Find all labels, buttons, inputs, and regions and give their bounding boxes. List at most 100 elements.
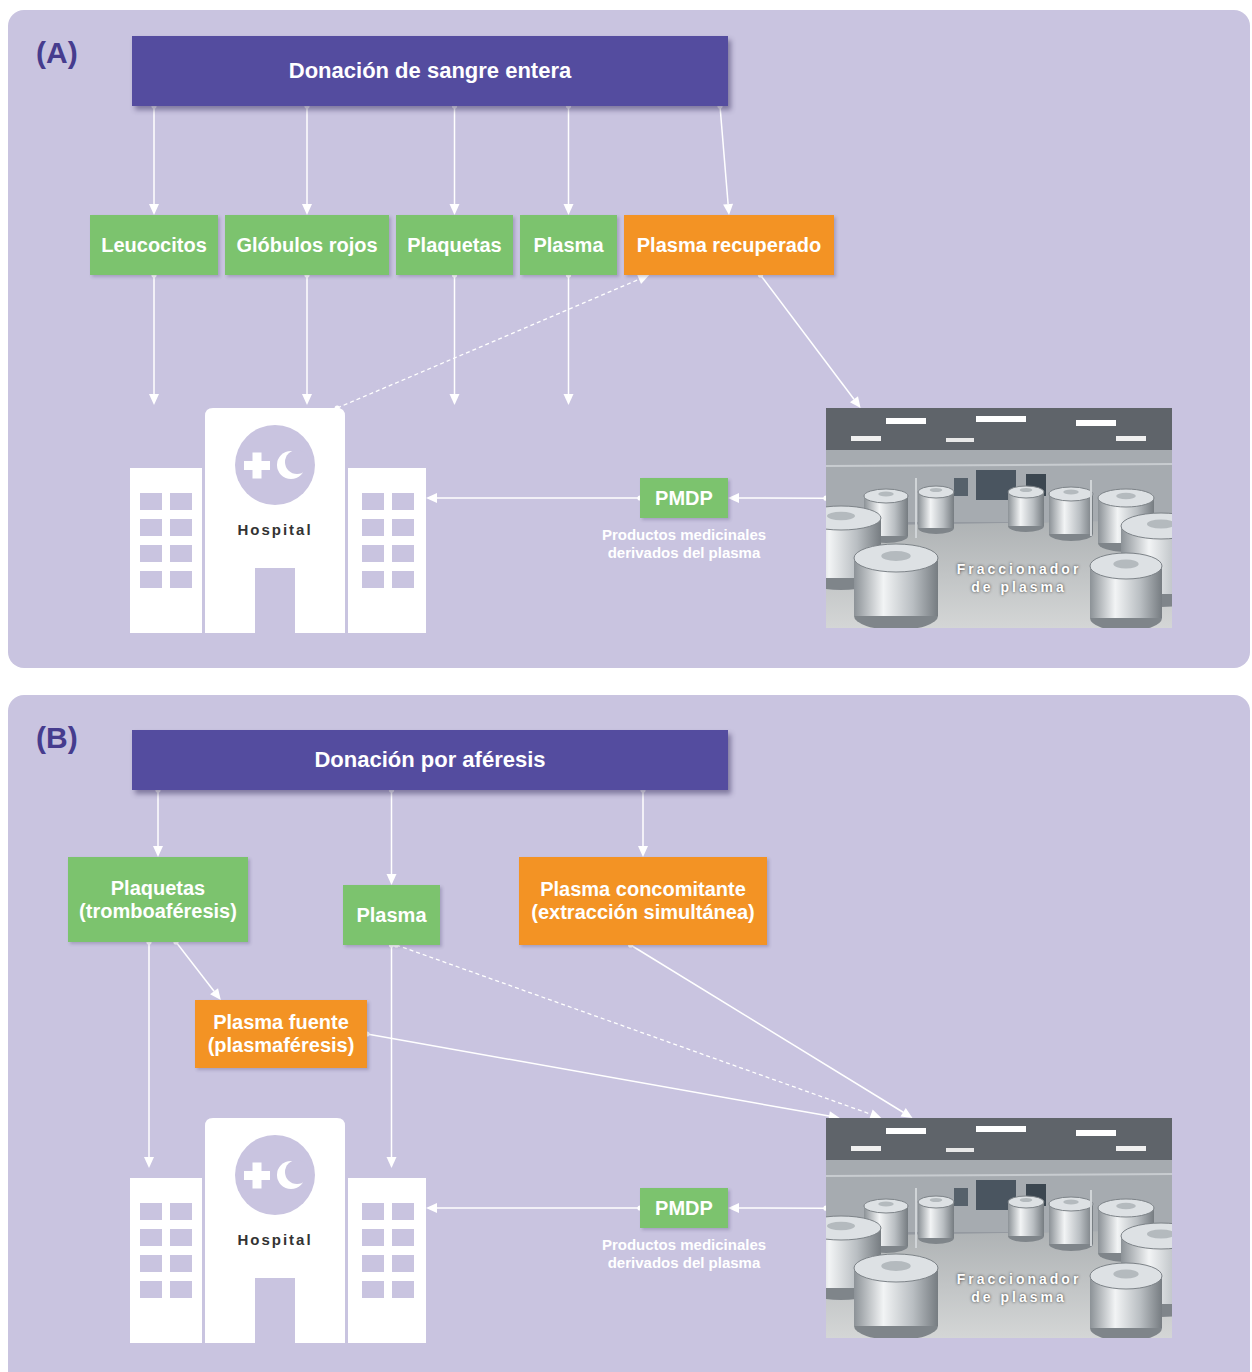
node-label: Donación de sangre entera: [289, 58, 571, 84]
connector: [717, 103, 733, 215]
plasma-box: Plasma concomitante (extracción simultán…: [519, 857, 767, 945]
connector-line: [568, 106, 570, 204]
arrowhead: [850, 396, 861, 408]
arrowhead: [149, 204, 159, 215]
connector-line: [306, 106, 308, 204]
node-label: Plasma concomitante (extracción simultán…: [529, 878, 757, 924]
node-label: Plaquetas (tromboaféresis): [78, 877, 238, 923]
panel-letter: (A): [36, 36, 78, 70]
connector: [149, 272, 159, 405]
connector-line: [153, 275, 155, 394]
connector-line: [391, 790, 393, 874]
component-box: Glóbulos rojos: [225, 215, 389, 275]
panel-letter: (B): [36, 721, 78, 755]
node-label: Plaquetas: [407, 234, 501, 257]
arrowhead: [637, 275, 649, 284]
arrowhead: [901, 1108, 913, 1118]
connector: [758, 272, 861, 408]
connector-line: [454, 106, 456, 204]
component-box: Plasma: [520, 215, 617, 275]
connector: [387, 942, 397, 1168]
panel-ground: [8, 10, 1250, 668]
connector-line: [157, 790, 159, 846]
node-caption: Productos medicinales derivados del plas…: [598, 1236, 770, 1272]
connector: [728, 493, 829, 503]
component-box: Plasma: [343, 885, 440, 945]
arrowhead: [144, 1157, 154, 1168]
arrowhead: [450, 204, 460, 215]
arrowhead: [426, 493, 437, 503]
connector-line: [761, 275, 854, 399]
connector: [394, 942, 882, 1119]
node-label: Hospital: [205, 1231, 345, 1248]
hospital-icon: Hospital: [130, 408, 426, 633]
node-label: Plasma recuperado: [637, 234, 822, 257]
node-label: PMDP: [640, 1188, 728, 1228]
arrowhead: [426, 1203, 437, 1213]
connector: [728, 1203, 829, 1213]
arrowhead: [387, 1157, 397, 1168]
connector-line: [176, 942, 214, 991]
connector-line: [642, 790, 644, 846]
source-bar: Donación por aféresis: [132, 730, 728, 790]
arrowhead: [210, 988, 221, 1000]
connector: [450, 103, 460, 215]
connector: [450, 272, 460, 405]
hospital-building: [130, 408, 426, 633]
arrowhead: [564, 394, 574, 405]
node-label: Fraccionador de plasma: [944, 560, 1094, 596]
node-label: Plasma: [356, 904, 426, 927]
node-label: Fraccionador de plasma: [944, 1270, 1094, 1306]
connector: [153, 787, 163, 857]
node-label: Glóbulos rojos: [236, 234, 377, 257]
connector: [149, 103, 159, 215]
connector: [564, 103, 574, 215]
connector-line: [454, 275, 456, 394]
connector: [302, 272, 312, 405]
arrowhead: [302, 204, 312, 215]
source-bar: Donación de sangre entera: [132, 36, 728, 106]
connector-line: [437, 497, 640, 499]
connector-line: [720, 106, 728, 204]
arrowhead: [564, 204, 574, 215]
connector-line: [568, 275, 570, 394]
panel: (B) Donación por aféresisPlaquetas (tromb…: [8, 695, 1250, 1372]
connector-line: [739, 1207, 826, 1209]
connector-line: [437, 1207, 640, 1209]
connector-line: [739, 497, 826, 499]
arrowhead: [153, 846, 163, 857]
product-box: PMDPProductos medicinales derivados del …: [640, 1188, 728, 1228]
hospital-building: [130, 1118, 426, 1343]
arrowhead: [302, 394, 312, 405]
connector: [302, 103, 312, 215]
node-caption: Productos medicinales derivados del plas…: [598, 526, 770, 562]
component-box: Leucocitos: [90, 215, 218, 275]
hospital-icon: Hospital: [130, 1118, 426, 1343]
plasma-box: Plasma recuperado: [624, 215, 834, 275]
arrowhead: [728, 1203, 739, 1213]
node-label: PMDP: [640, 478, 728, 518]
panel-ground: [8, 695, 1250, 1372]
component-box: Plaquetas: [396, 215, 513, 275]
arrowhead: [450, 394, 460, 405]
connector: [387, 787, 397, 885]
arrowhead: [723, 204, 733, 215]
node-label: Donación por aféresis: [314, 747, 545, 773]
connector-line: [306, 275, 308, 394]
connector: [144, 939, 154, 1168]
connector-line: [631, 945, 904, 1112]
connector: [426, 1203, 643, 1213]
connector: [173, 939, 220, 1000]
connector-line: [337, 279, 639, 408]
connector-line: [391, 945, 393, 1157]
product-box: PMDPProductos medicinales derivados del …: [640, 478, 728, 518]
connector: [564, 272, 574, 405]
arrowhead: [869, 1110, 881, 1119]
node-label: Plasma fuente (plasmaféresis): [205, 1011, 357, 1057]
arrowhead: [638, 846, 648, 857]
panel: (A) Donación de sangre enteraLeucocitos Gl…: [8, 10, 1250, 668]
connector: [335, 275, 650, 411]
arrowhead: [149, 394, 159, 405]
arrowhead: [387, 874, 397, 885]
plasma-box: Plasma fuente (plasmaféresis): [195, 1000, 367, 1068]
